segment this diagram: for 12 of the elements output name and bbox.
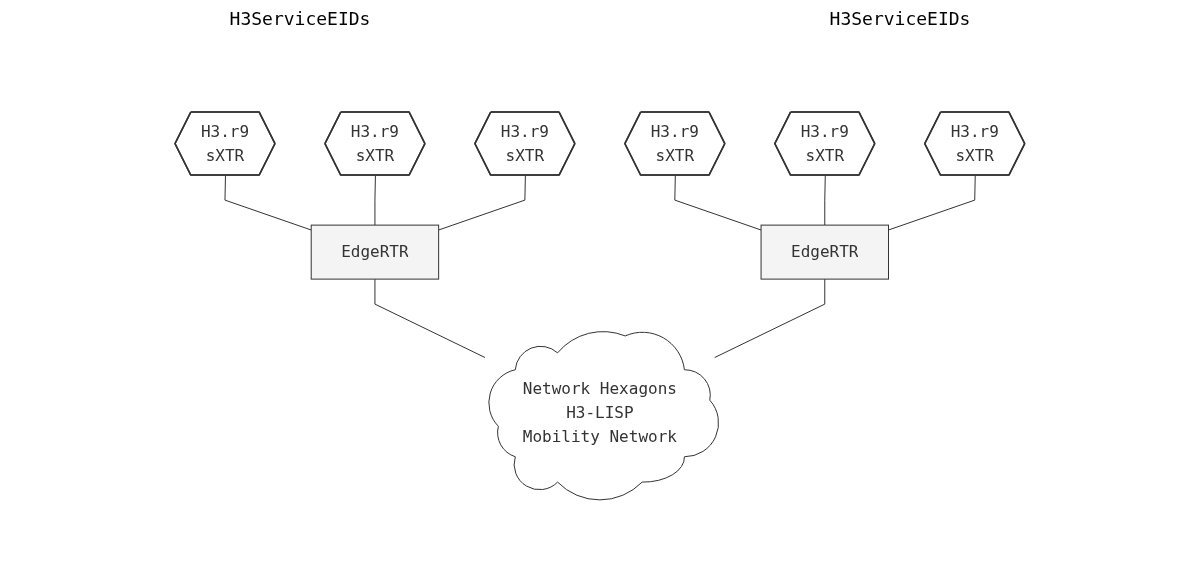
connector	[438, 175, 526, 231]
connector	[714, 278, 826, 358]
group-label: H3ServiceEIDs	[229, 7, 371, 29]
connector	[374, 278, 486, 358]
connector	[224, 175, 312, 231]
connector	[888, 175, 976, 231]
node-box: EdgeRTR	[310, 224, 440, 280]
connector	[374, 175, 377, 226]
group-label: H3ServiceEIDs	[829, 7, 971, 29]
connector	[674, 175, 762, 231]
connector	[824, 175, 826, 226]
node-box: EdgeRTR	[760, 224, 890, 280]
